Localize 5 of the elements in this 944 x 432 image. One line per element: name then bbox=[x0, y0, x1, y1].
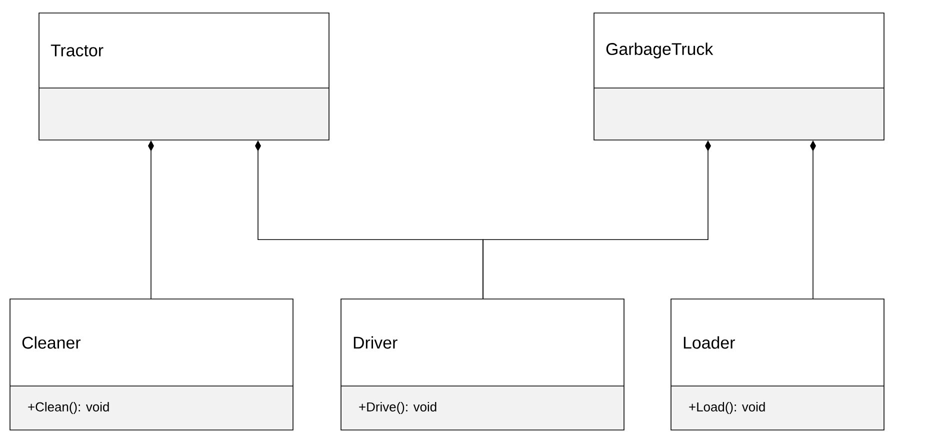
class-box: Cleaner +Clean(): void bbox=[10, 298, 294, 430]
class-box: Loader +Load(): void bbox=[670, 298, 884, 430]
class-box: Tractor bbox=[38, 12, 330, 140]
class-box: GarbageTruck bbox=[594, 12, 884, 140]
class-box: Driver +Drive(): void bbox=[340, 298, 624, 430]
